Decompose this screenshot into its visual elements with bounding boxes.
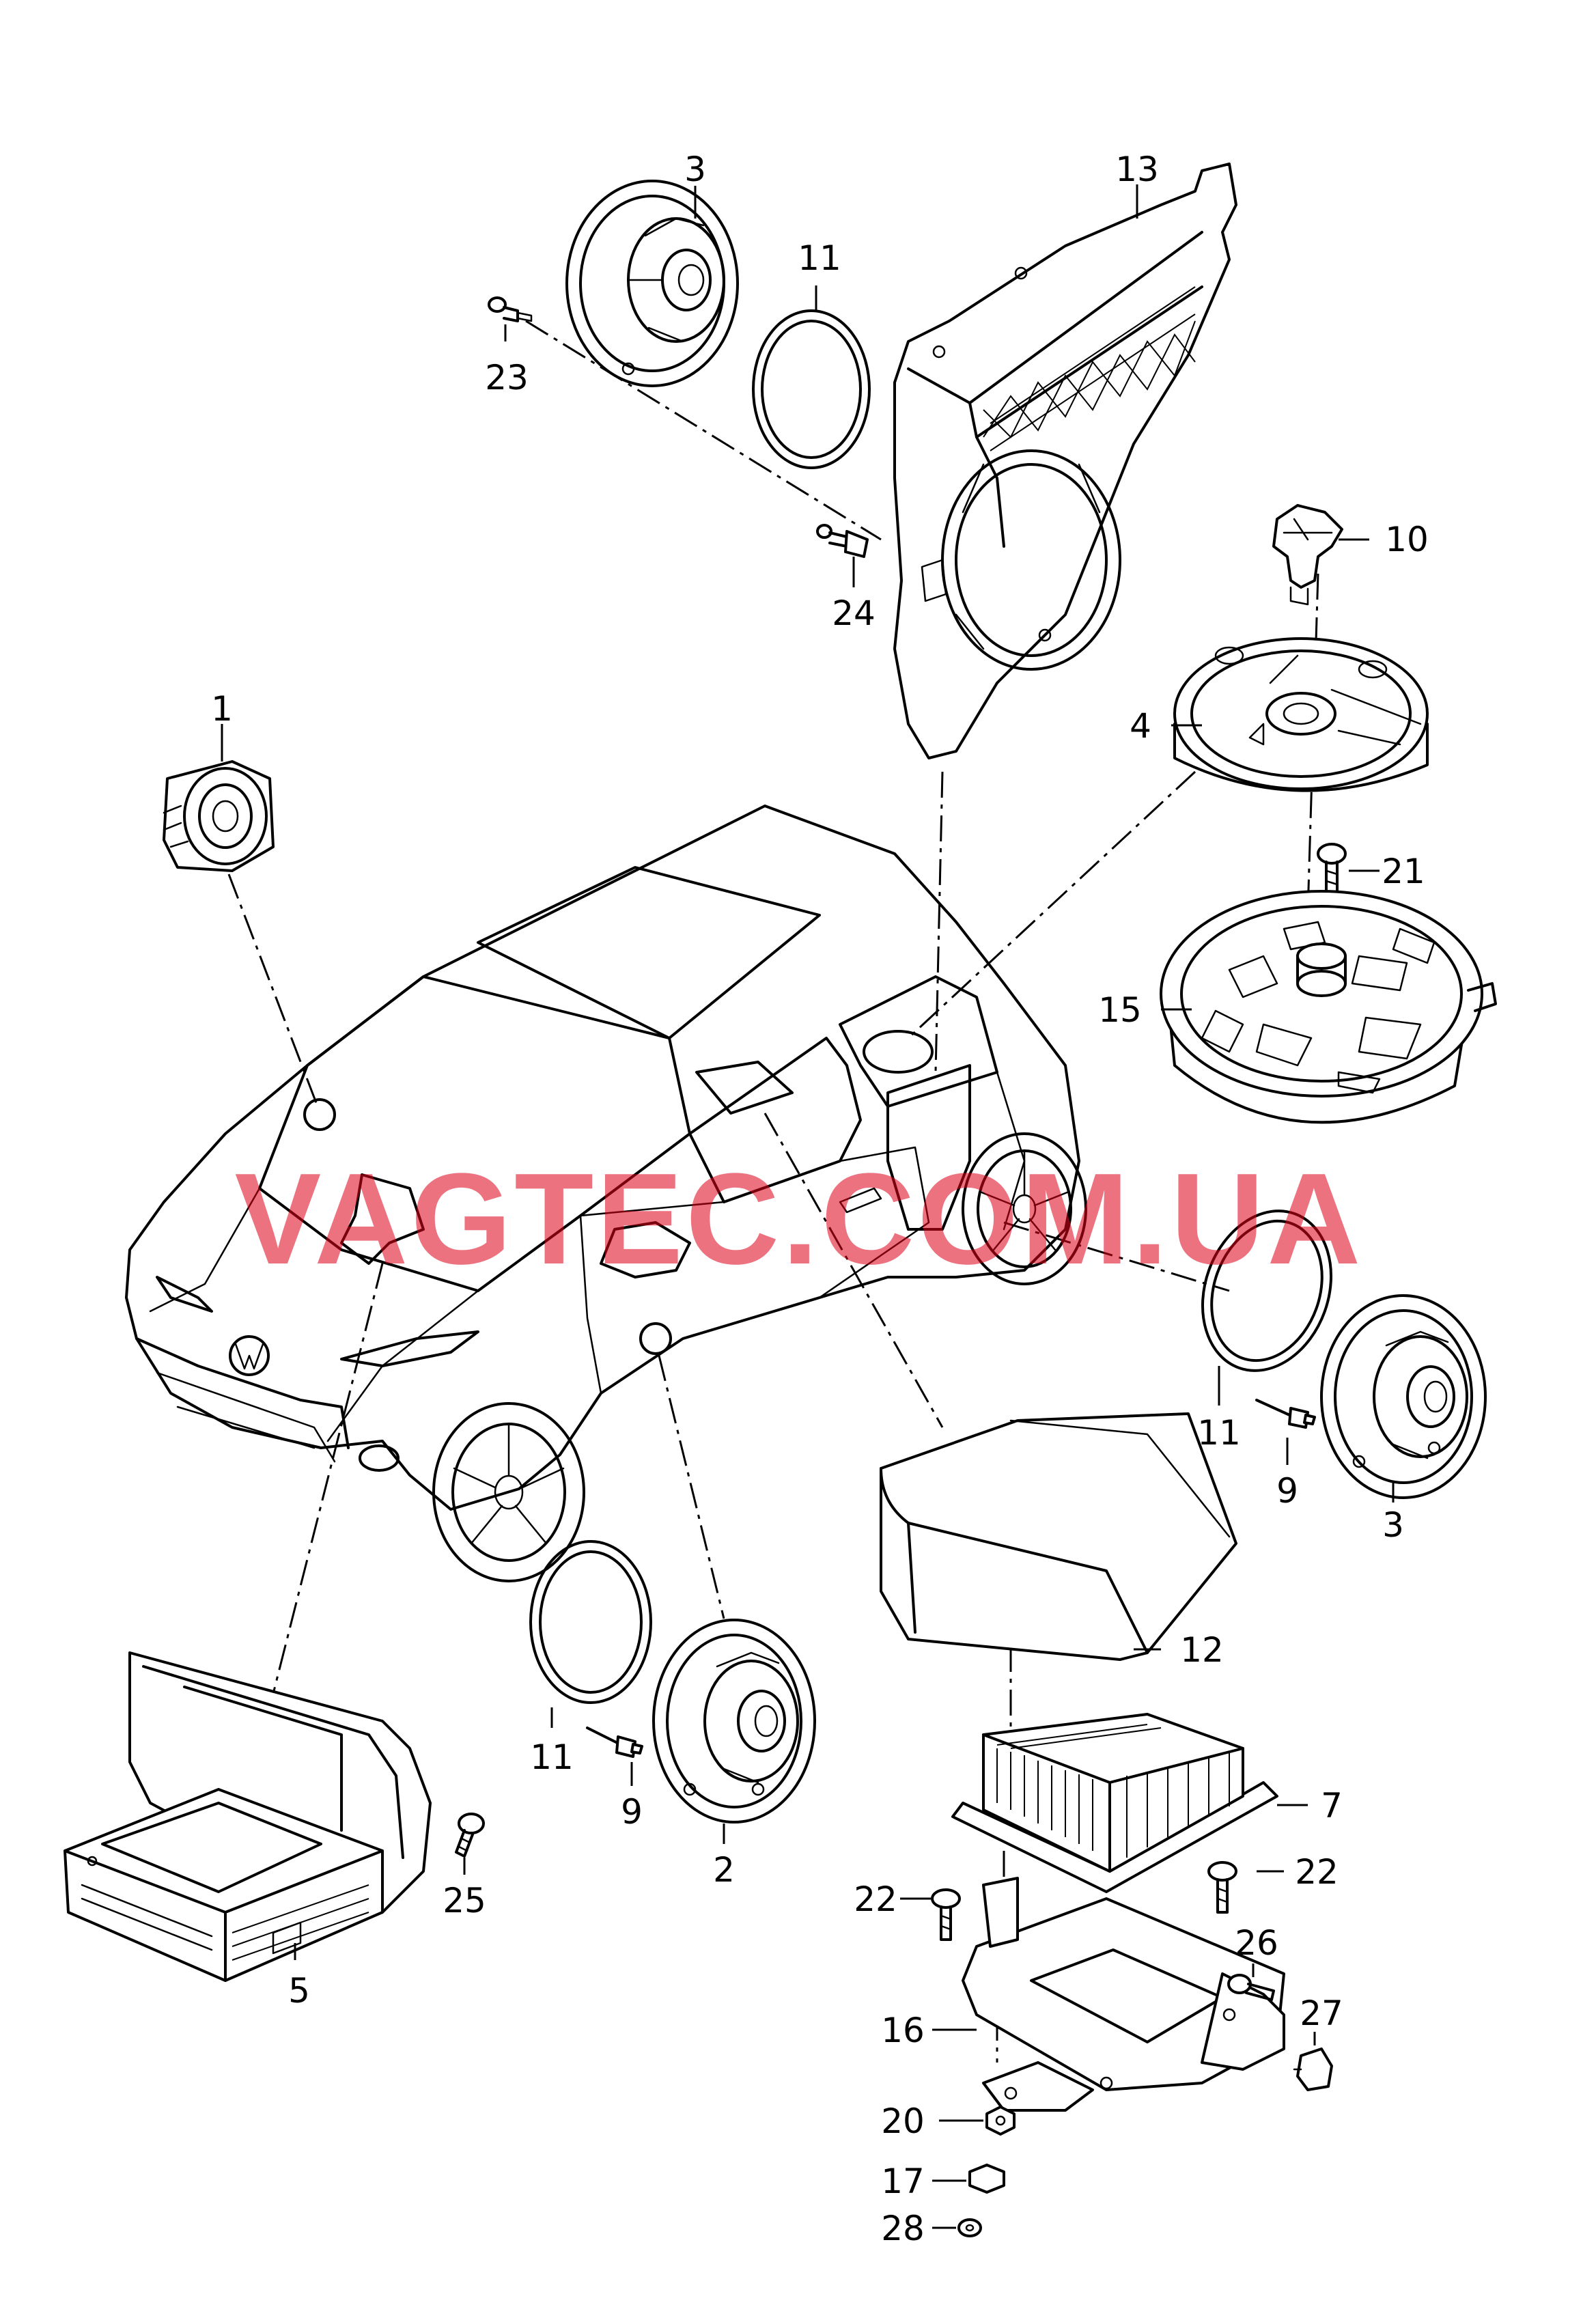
callout-3-right: 3 <box>1382 1505 1404 1545</box>
callout-17: 17 <box>881 2162 925 2201</box>
callout-20: 20 <box>881 2101 925 2141</box>
callout-2: 2 <box>713 1850 735 1890</box>
tweeter-location-marker <box>303 1098 336 1131</box>
callout-24: 24 <box>832 593 876 633</box>
speaker-housing-location-marker <box>886 1064 971 1231</box>
part-5-head-unit <box>64 1651 432 1982</box>
callout-1: 1 <box>211 689 233 729</box>
callout-26: 26 <box>1235 1923 1278 1963</box>
part-25-screw <box>455 1813 485 1858</box>
part-13-speaker-housing <box>893 163 1237 759</box>
callout-25: 25 <box>443 1881 486 1920</box>
part-9-rivet-right <box>1255 1399 1316 1429</box>
callout-13: 13 <box>1115 150 1159 189</box>
callout-28: 28 <box>881 2209 925 2248</box>
callout-9-bottom: 9 <box>621 1792 643 1832</box>
callout-12: 12 <box>1180 1630 1224 1670</box>
part-11-ring-bottom <box>529 1540 652 1704</box>
part-3-speaker-right <box>1320 1294 1487 1499</box>
part-22-screw-left <box>931 1888 961 1941</box>
rear-speaker-location-marker <box>863 1030 934 1074</box>
callout-leaders <box>221 184 1395 2229</box>
part-23-screw <box>488 296 533 322</box>
part-20-nut <box>985 2106 1016 2136</box>
callout-23: 23 <box>485 358 529 397</box>
callout-15: 15 <box>1098 990 1142 1030</box>
part-24-clip <box>816 524 869 558</box>
part-1-tweeter <box>163 760 275 872</box>
part-16-bracket <box>962 1877 1285 2112</box>
callout-22-right: 22 <box>1295 1852 1339 1892</box>
callout-11-bottom: 11 <box>530 1737 574 1777</box>
callout-4: 4 <box>1130 706 1151 746</box>
part-9-rivet-bottom <box>586 1727 643 1758</box>
part-10-connector <box>1272 504 1343 606</box>
part-11-ring-top <box>752 309 871 469</box>
callout-3-top: 3 <box>684 150 706 189</box>
part-27-clip <box>1293 2048 1333 2091</box>
part-22-screw-right <box>1207 1861 1237 1914</box>
part-2-speaker-door <box>652 1619 816 1823</box>
part-21-screw <box>1317 843 1347 896</box>
callout-22-left: 22 <box>854 1879 897 1919</box>
callout-16: 16 <box>881 2011 925 2050</box>
part-4-subwoofer <box>1173 637 1429 792</box>
car-illustration <box>125 805 1087 1582</box>
callout-10: 10 <box>1385 520 1429 559</box>
callout-9-right: 9 <box>1276 1471 1298 1511</box>
callout-7: 7 <box>1321 1786 1343 1826</box>
callout-27: 27 <box>1300 1994 1343 2033</box>
part-17-nut <box>968 2164 1005 2194</box>
part-7-amplifier <box>951 1713 1278 1893</box>
part-15-wheel-insert <box>1160 890 1497 1124</box>
callout-5: 5 <box>288 1971 310 2011</box>
part-11-ring-right <box>1201 1210 1333 1372</box>
part-28-washer <box>957 2218 982 2237</box>
door-speaker-location-marker <box>639 1322 672 1355</box>
callout-21: 21 <box>1382 852 1425 891</box>
callout-numbers: 1 3 13 11 23 10 24 4 21 15 11 9 3 12 7 2… <box>211 150 1429 2248</box>
callout-11-top: 11 <box>798 238 841 278</box>
part-3-speaker-top <box>565 180 739 387</box>
head-unit-location-marker <box>340 1173 425 1265</box>
amplifier-cover-location-marker <box>695 1061 794 1115</box>
watermark-text: VAGTEC.COM.UA <box>235 1147 1364 1291</box>
part-12-amplifier-cover <box>880 1412 1237 1661</box>
part-26-screw <box>1227 1974 1275 2001</box>
callout-11-right: 11 <box>1197 1413 1241 1453</box>
